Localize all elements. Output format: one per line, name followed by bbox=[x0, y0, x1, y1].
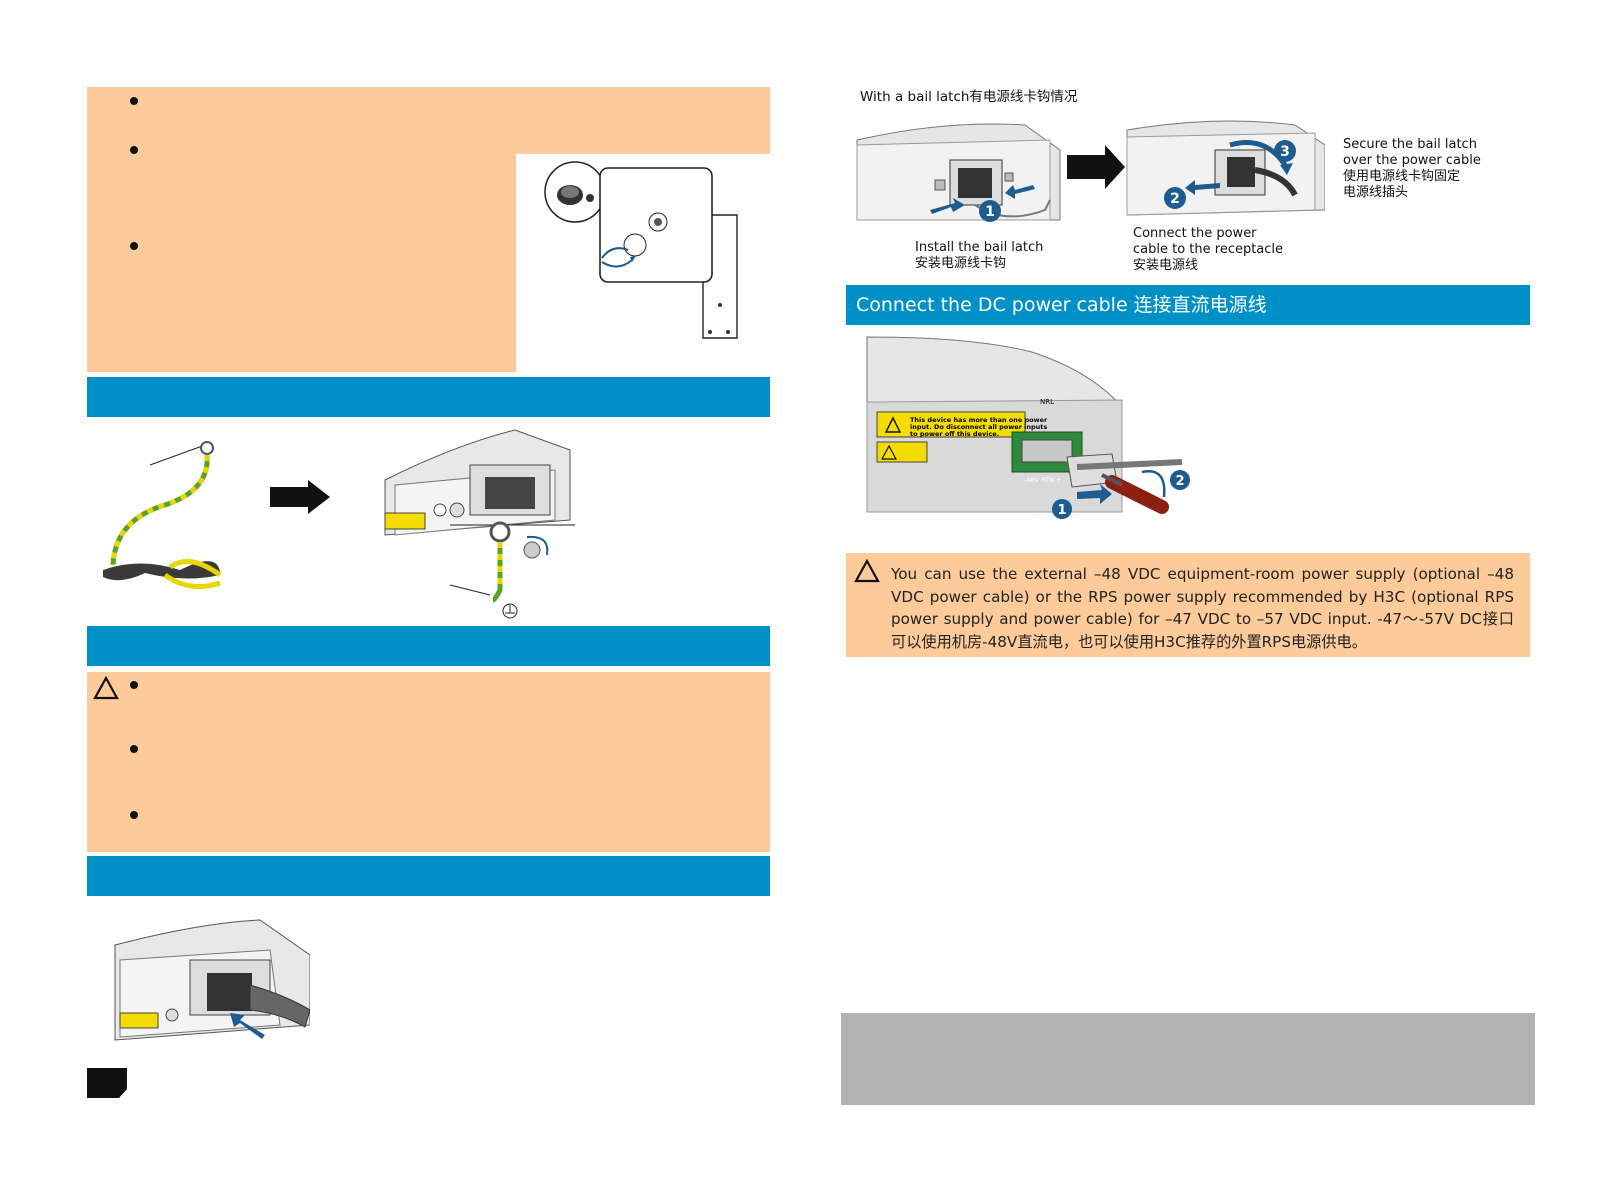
footer-gray-box bbox=[841, 1013, 1535, 1105]
step-1-badge: 1 bbox=[985, 204, 995, 220]
bullet-icon bbox=[130, 242, 138, 250]
dc-label-line1: This device has more than one power bbox=[910, 416, 1048, 424]
bullet-icon bbox=[130, 97, 138, 105]
warning-triangle-icon bbox=[854, 559, 880, 583]
secure-caption-en-2: over the power cable bbox=[1343, 153, 1481, 168]
page-number-tab bbox=[87, 1068, 127, 1098]
section-bar-ac-power bbox=[87, 626, 770, 666]
ac-cable-illustration bbox=[114, 919, 310, 1041]
dc-step-2-badge: 2 bbox=[1175, 474, 1184, 489]
install-caption: Install the bail latch 安装电源线卡钩 bbox=[915, 240, 1043, 272]
section-bar-connect-ac bbox=[87, 856, 770, 896]
step-2-badge: 2 bbox=[1170, 191, 1180, 207]
secure-caption: Secure the bail latch over the power cab… bbox=[1343, 137, 1481, 201]
dc-note-box: You can use the external –48 VDC equipme… bbox=[846, 553, 1530, 657]
secure-caption-zh-1: 使用电源线卡钩固定 bbox=[1343, 169, 1461, 184]
dc-step-1-badge: 1 bbox=[1057, 503, 1066, 518]
section-bar-connect-dc: Connect the DC power cable 连接直流电源线 bbox=[846, 285, 1530, 325]
connect-caption-en-1: Connect the power bbox=[1133, 226, 1257, 241]
connect-caption-zh: 安装电源线 bbox=[1133, 258, 1199, 273]
dc-terminals: -48V RTN + bbox=[1024, 476, 1062, 484]
step-3-badge: 3 bbox=[1280, 144, 1290, 160]
warning-triangle-icon bbox=[93, 676, 119, 700]
dc-cable-illustration: This device has more than one power inpu… bbox=[866, 336, 1190, 519]
secure-caption-en-1: Secure the bail latch bbox=[1343, 137, 1477, 152]
dc-mark: NRL bbox=[1040, 398, 1054, 406]
bullet-icon bbox=[130, 146, 138, 154]
connect-caption: Connect the power cable to the receptacl… bbox=[1133, 226, 1283, 274]
dc-label-line3: to power off this device. bbox=[910, 430, 999, 438]
section-bar-title: Connect the DC power cable 连接直流电源线 bbox=[856, 294, 1267, 316]
secure-caption-zh-2: 电源线插头 bbox=[1343, 185, 1409, 200]
bullet-icon bbox=[130, 745, 138, 753]
section-bar-grounding bbox=[87, 377, 770, 417]
grounding-screw-illustration bbox=[544, 161, 738, 339]
dc-label-line2: input. Do disconnect all power inputs bbox=[910, 423, 1047, 431]
install-caption-en: Install the bail latch bbox=[915, 240, 1044, 255]
install-caption-zh: 安装电源线卡钩 bbox=[915, 256, 1007, 271]
warning-note-box bbox=[87, 672, 770, 852]
bail-latch-illustration: 1 2 3 bbox=[856, 120, 1325, 222]
top-note-box bbox=[87, 87, 770, 154]
bullet-icon bbox=[130, 811, 138, 819]
grounding-cable-illustration bbox=[103, 429, 575, 619]
connect-caption-en-2: cable to the receptacle bbox=[1133, 242, 1284, 257]
bullet-icon bbox=[130, 681, 138, 689]
bail-latch-title: With a bail latch有电源线卡钩情况 bbox=[860, 89, 1078, 105]
top-note-box-lower bbox=[87, 154, 516, 372]
dc-note-text: You can use the external –48 VDC equipme… bbox=[891, 565, 1514, 651]
